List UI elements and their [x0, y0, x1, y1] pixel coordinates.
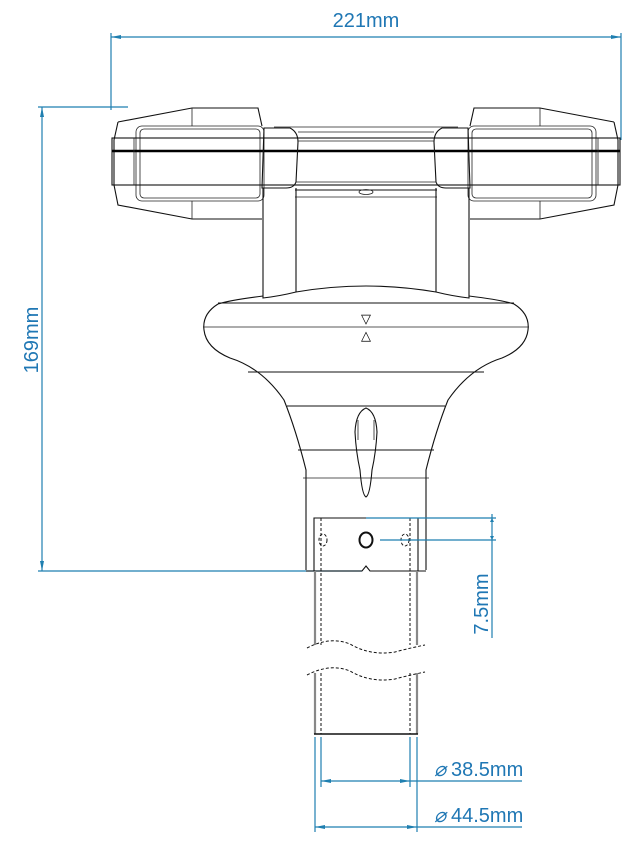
diameter-symbol-inner: ⌀ — [434, 759, 448, 781]
diameter-symbol-outer: ⌀ — [434, 805, 448, 827]
inner-diameter-label: 38.5mm — [451, 759, 523, 781]
alignment-marker-up: △ — [361, 329, 371, 344]
width-dimension: 221mm — [110, 10, 622, 140]
outer-diameter-dimension: ⌀ 44.5mm — [314, 737, 523, 832]
outer-diameter-label: 44.5mm — [451, 805, 523, 827]
inner-diameter-dimension: ⌀ 38.5mm — [320, 737, 523, 787]
sensor-body: ▽ △ — [203, 295, 529, 570]
hole-offset-dimension: 7.5mm — [366, 514, 496, 638]
support-arms — [262, 188, 470, 299]
height-label: 169mm — [21, 307, 43, 374]
hole-offset-label: 7.5mm — [471, 573, 493, 634]
mounting-pole — [306, 517, 426, 735]
width-label: 221mm — [333, 10, 400, 32]
alignment-marker-down: ▽ — [361, 312, 371, 327]
height-dimension: 169mm — [21, 106, 362, 572]
sensor-head — [111, 107, 621, 220]
